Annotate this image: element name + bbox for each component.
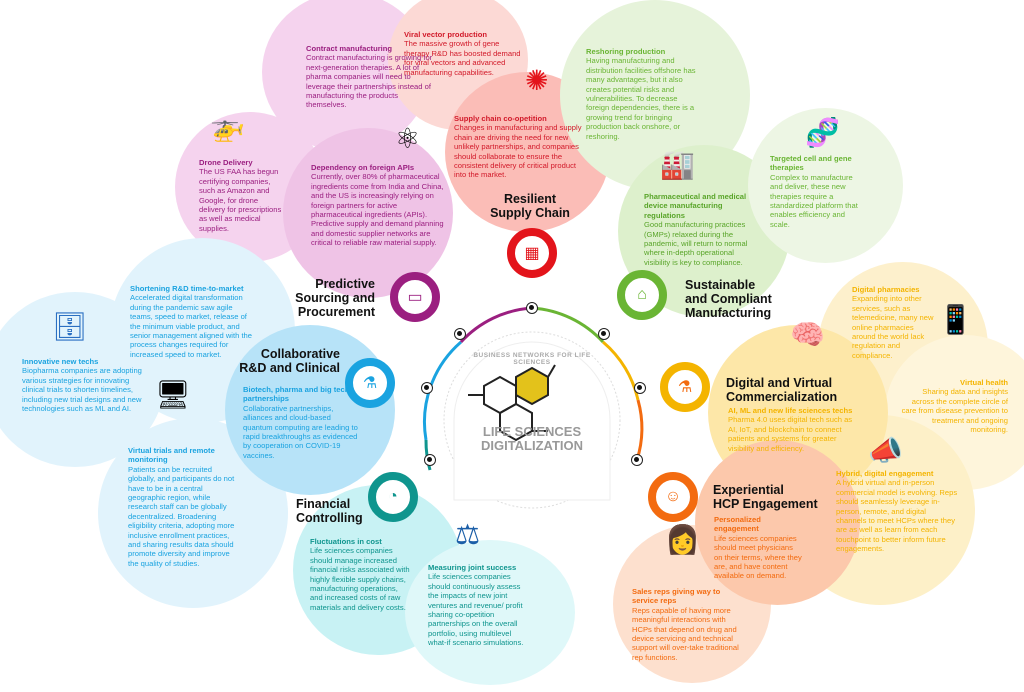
lab-flask-icon[interactable]: ⚗: [660, 362, 710, 412]
node-dot[interactable]: [598, 328, 610, 340]
factory-building-icon: 🏭: [660, 149, 695, 180]
monitors-person-icon: 🖥: [155, 379, 191, 410]
user-network-icon[interactable]: ☺: [648, 472, 698, 522]
dna-icon: 🧬: [805, 117, 840, 148]
hub-title-line2: DIGITALIZATION: [480, 438, 584, 453]
hexagon-molecule-icon: [468, 364, 556, 442]
bubble-personal: [695, 440, 860, 605]
bubble-biotech: [225, 325, 395, 495]
data-cylinder-icon: 🗄: [52, 311, 88, 342]
piggy-bank-icon[interactable]: ◔: [368, 472, 418, 522]
card-biotech: Biotech, pharma and big tech partnership…: [243, 385, 358, 460]
service-rep-icon: 👩: [665, 524, 700, 555]
node-dot[interactable]: [634, 382, 646, 394]
bubble-targeted: [748, 108, 903, 263]
flask-atom-icon: ⚛: [395, 123, 421, 154]
bubble-apis: [283, 128, 453, 298]
microscope-icon[interactable]: ⚗: [345, 358, 395, 408]
conveyor-icon[interactable]: ▦: [507, 228, 557, 278]
hub-arc-label: BUSINESS NETWORKS FOR LIFE SCIENCES: [473, 352, 591, 366]
scales-icon: ⚖: [455, 519, 481, 550]
node-dot[interactable]: [526, 302, 538, 314]
ai-brain-icon: 🧠: [790, 319, 825, 350]
phone-doctor-icon: 📱: [938, 304, 973, 335]
node-dot[interactable]: [421, 382, 433, 394]
node-dot[interactable]: [454, 328, 466, 340]
bubble-joint: [405, 540, 575, 685]
virus-icon: ✺: [525, 65, 549, 96]
factory-icon[interactable]: ⌂: [617, 270, 667, 320]
hub-title-line1: LIFE SCIENCES: [482, 424, 582, 439]
marketing-person-icon: 📣: [868, 435, 903, 466]
drone-icon: 🚁: [210, 111, 245, 142]
card-regs: Pharmaceutical and medical device manufa…: [644, 192, 748, 267]
credit-card-icon[interactable]: ▭: [390, 272, 440, 322]
node-dot[interactable]: [631, 454, 643, 466]
node-dot[interactable]: [424, 454, 436, 466]
